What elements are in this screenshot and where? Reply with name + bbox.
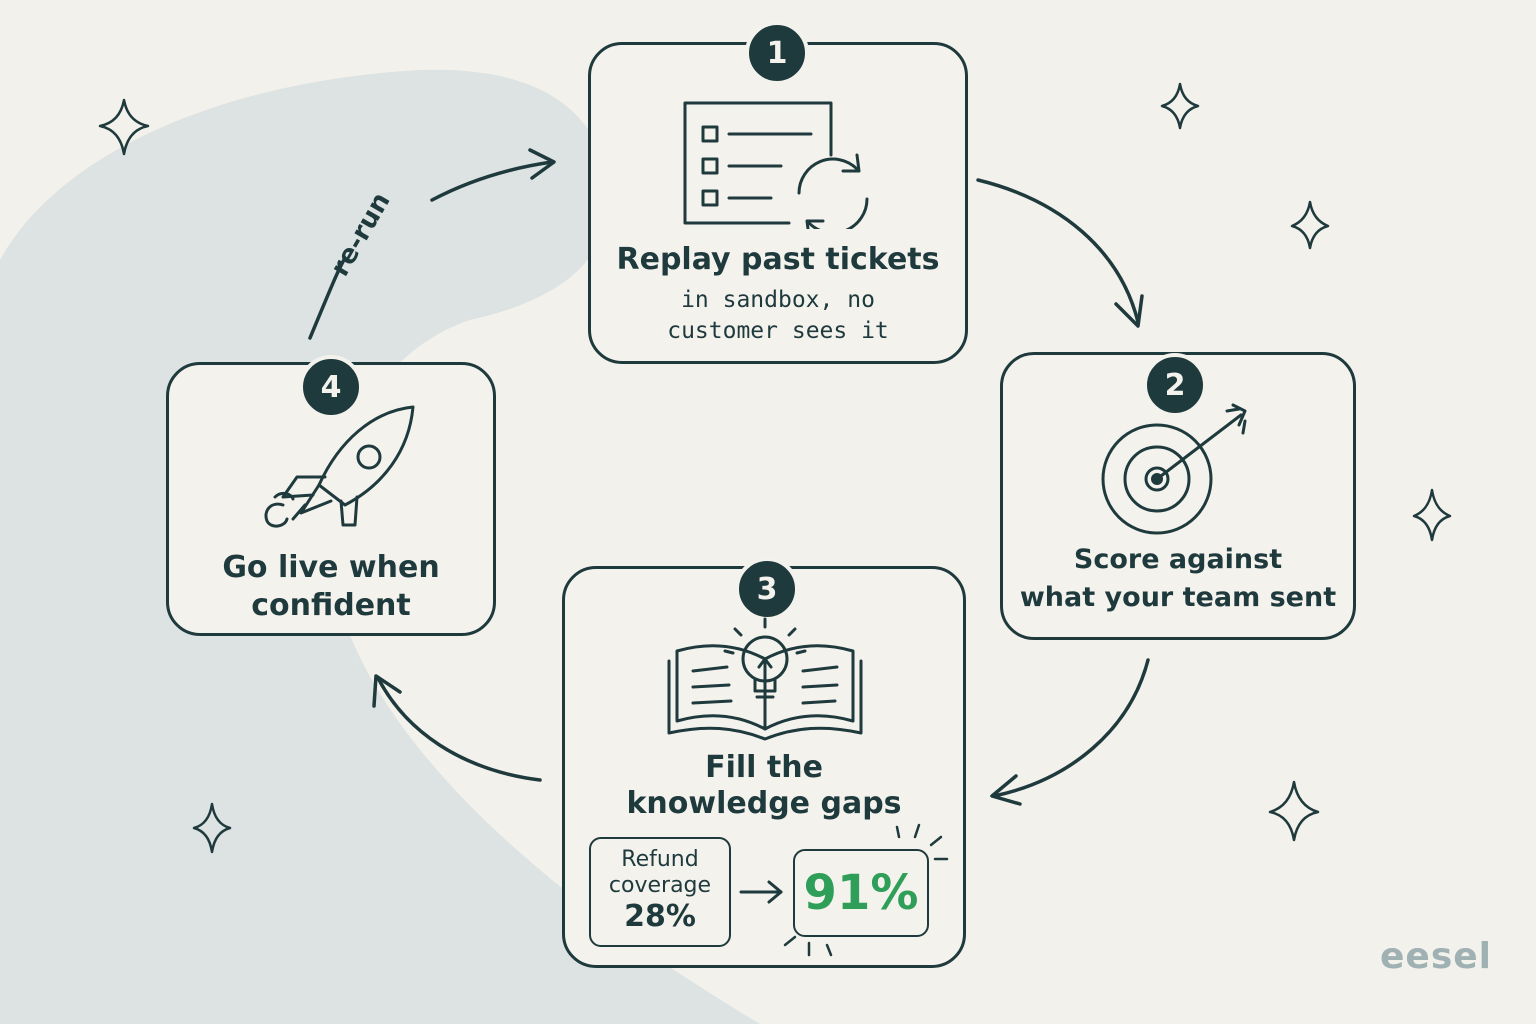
step-2-title-line2: what your team sent [1019,582,1337,613]
step-1-title: Replay past tickets [616,242,940,277]
step-2-title-line1: Score against [1073,544,1283,575]
coverage-before-value: 28% [624,899,696,934]
coverage-before-box: Refund coverage 28% [589,837,731,947]
sparkle-icon [1290,200,1330,250]
arrow-1-to-2 [976,178,1140,324]
step-1-subtitle-line1: in sandbox, no [681,287,875,313]
step-3-title-line1: Fill the [705,750,823,785]
brand-logo: eesel [1380,936,1493,977]
coverage-label-line1: Refund [621,847,699,872]
arrow-3-to-4 [376,676,542,782]
step-2-badge: 2 [1143,353,1207,417]
rocket-icon [264,405,415,528]
arrow-4-to-1 [308,160,554,340]
book-lightbulb-icon [667,617,863,741]
step-4-card: 4 Go live when confident [166,355,496,636]
step-2-card: 2 Score against what your team sent [1000,352,1356,640]
background-swirl [0,69,760,1024]
arrow-2-to-3 [992,658,1150,798]
step-3-title-line2: knowledge gaps [626,786,902,821]
step-1-badge: 1 [745,21,809,85]
step-1-card: 1 Replay past tickets in sandbox, no cus… [588,21,968,364]
step-4-title-line1: Go live when [222,550,440,585]
step-4-badge: 4 [299,355,363,419]
arrow-3-to-4-head [372,674,402,708]
coverage-after-box: 91% [793,849,929,937]
sparkle-icon [1412,488,1452,542]
checklist-refresh-icon [683,101,869,229]
arrow-1-to-2-head [1114,294,1144,328]
sparkle-icon [98,98,150,156]
step-3-badge: 3 [735,557,799,621]
arrow-2-to-3-head [990,774,1022,806]
sparkle-icon [1268,780,1320,842]
arrow-right-icon [739,880,783,904]
target-arrow-icon [1101,403,1247,535]
sparkle-icon [1160,82,1200,130]
sparkle-lines-icon [783,823,949,957]
step-3-card: 3 Fill the knowledge gaps Refund coverag… [562,557,966,968]
coverage-label-line2: coverage [608,873,712,898]
step-4-title-line2: confident [251,588,411,623]
step-1-subtitle-line2: customer sees it [667,318,889,344]
coverage-after-value: 91% [803,865,919,921]
sparkle-icon [192,802,232,854]
arrow-4-to-1-head [528,148,556,180]
